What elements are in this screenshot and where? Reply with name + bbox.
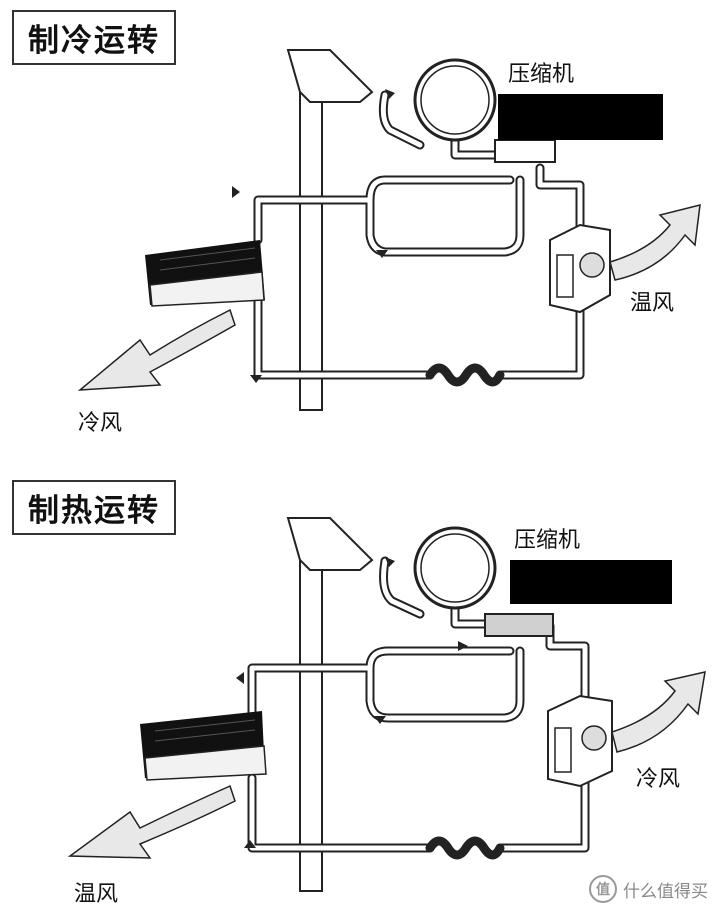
outdoor-air-label: 温风 [630,291,675,316]
wall-cap [286,49,374,103]
flow-arrow [250,375,262,383]
flow-arrow [232,186,240,198]
flow-arrow [385,557,395,567]
flow-arrow [236,672,244,684]
cold-air-arrow [77,308,236,391]
redacted-block [498,94,663,140]
heating-title: 制热运转 [12,480,176,535]
compressor-label: 压缩机 [514,528,581,553]
indoor-air-label: 温风 [74,882,119,907]
compressor-label: 压缩机 [508,62,575,87]
outdoor-air-label: 冷风 [636,767,681,792]
indoor-unit [140,711,267,781]
warm-air-arrow [609,204,701,281]
warm-air-arrow [67,784,236,859]
flow-arrow [374,716,386,724]
flow-arrow [376,250,388,258]
compressor [413,526,497,610]
outdoor-unit [549,223,611,314]
four-way-valve [484,613,554,637]
refrigerant-pipe-circuit [247,556,590,860]
watermark: 值 什么值得买 [589,875,708,903]
indoor-unit [145,240,265,307]
four-way-valve [494,139,556,163]
cooling-diagram [77,49,701,411]
watermark-logo-icon: 值 [589,875,617,903]
outdoor-unit [547,694,613,788]
heating-panel: 制热运转 压缩机 温风 冷风 [0,456,720,913]
indoor-air-label: 冷风 [78,411,123,436]
heating-diagram [67,517,706,892]
wall-cap [286,517,374,571]
wall [299,530,323,892]
watermark-text: 什么值得买 [623,881,708,902]
compressor [413,58,497,142]
redacted-block [510,560,672,604]
cold-air-arrow [611,671,706,753]
flow-arrow [385,89,395,99]
flow-arrow [458,641,468,651]
flow-arrow [244,840,256,848]
cooling-panel: 制冷运转 压缩机 冷风 温风 [0,0,720,456]
wall [299,74,323,411]
cooling-title: 制冷运转 [12,10,176,65]
